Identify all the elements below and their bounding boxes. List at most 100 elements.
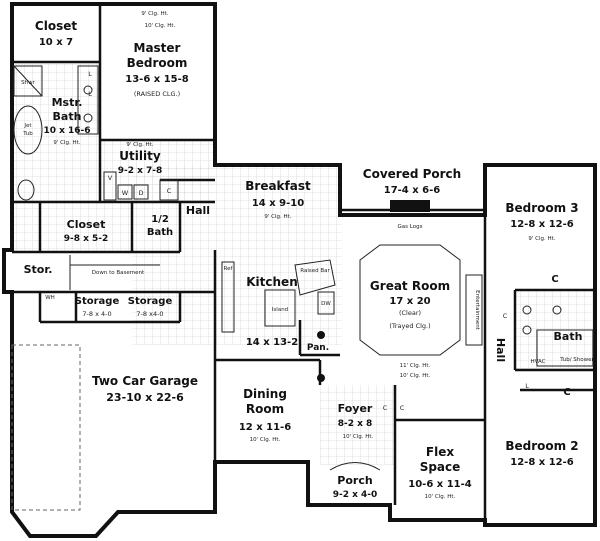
dining-room: Dining Room 12 x 11-6 10' Clg. Ht.	[239, 387, 291, 443]
half-bath-name-2: Bath	[147, 227, 173, 238]
master-bath-room: Shwr Mstr. Bath 10 x 16-6 9' Clg. Ht. Je…	[21, 80, 90, 146]
raised-bar-label: Raised Bar	[300, 268, 330, 274]
breakfast-name: Breakfast	[245, 179, 311, 193]
closet-top-room: Closet 10 x 7	[35, 19, 77, 48]
stor-label: Stor.	[24, 263, 53, 276]
closet-mid-size: 9-8 x 5-2	[64, 234, 109, 244]
great-room: Gas Logs Great Room 17 x 20 (Clear) (Tra…	[370, 224, 480, 379]
fixtures	[11, 65, 594, 511]
breakfast-ceiling: 9' Clg. Ht.	[264, 214, 291, 220]
pantry-label: Pan.	[307, 343, 329, 353]
half-bath-room: 1/2 Bath	[147, 214, 173, 238]
storage-right-room: Storage 7-8 x4-0	[128, 296, 173, 318]
bath-right-room: Bath HVAC Tub/ Shower C L	[503, 312, 595, 390]
great-room-note1: (Clear)	[399, 309, 421, 317]
foyer-ceiling: 10' Clg. Ht.	[343, 434, 374, 440]
hall-left-label: Hall	[186, 204, 210, 217]
bedroom3-closet-c: C	[551, 274, 558, 285]
linen-l3: L	[525, 382, 529, 390]
breakfast-size: 14 x 9-10	[252, 198, 304, 209]
storage-left-name: Storage	[75, 296, 120, 307]
utility-w: W	[122, 189, 129, 197]
storage-left-room: WH Storage 7-8 x 4-0	[45, 295, 119, 318]
great-room-name: Great Room	[370, 279, 450, 293]
porch-name: Porch	[337, 474, 372, 487]
great-room-ceiling2: 10' Clg. Ht.	[400, 373, 431, 379]
utility-v: V	[108, 174, 113, 182]
closet-mid-name: Closet	[67, 218, 106, 231]
storage-left-size: 7-8 x 4-0	[82, 310, 111, 318]
linen-l2: L	[88, 90, 92, 98]
bedroom3-ceiling: 9' Clg. Ht.	[528, 236, 555, 242]
mstr-bath-name-2: Bath	[53, 110, 82, 123]
storage-right-name: Storage	[128, 296, 173, 307]
closet-top-size: 10 x 7	[39, 37, 73, 48]
utility-name: Utility	[119, 149, 161, 163]
kitchen-size: 14 x 13-2	[246, 337, 298, 348]
porch-area: Porch 9-2 x 4-0	[333, 474, 378, 500]
linen-l1: L	[88, 70, 92, 78]
island-label: Island	[272, 307, 288, 313]
utility-c: C	[167, 187, 172, 195]
foyer-room: Foyer 8-2 x 8 10' Clg. Ht. C C	[338, 402, 405, 440]
dining-ceiling: 10' Clg. Ht.	[250, 437, 281, 443]
ref-label: Ref	[224, 266, 234, 272]
bath-right-c: C	[503, 312, 508, 320]
master-name-1: Master	[134, 41, 181, 55]
closet-mid-room: Closet 9-8 x 5-2	[64, 218, 109, 244]
foyer-size: 8-2 x 8	[338, 419, 373, 429]
mstr-bath-size: 10 x 16-6	[43, 126, 90, 136]
utility-room: Utility 9-2 x 7-8 9' Clg. Ht. V W D C	[108, 142, 172, 197]
utility-ceiling: 9' Clg. Ht.	[126, 142, 153, 148]
bedroom-2-room: Bedroom 2 12-8 x 12-6 C	[505, 387, 578, 468]
wh-label: WH	[45, 295, 55, 301]
master-size: 13-6 x 15-8	[125, 74, 189, 85]
dining-name-2: Room	[246, 402, 284, 416]
bedroom-3-room: Bedroom 3 12-8 x 12-6 9' Clg. Ht. C	[505, 201, 578, 285]
dining-name-1: Dining	[243, 387, 287, 401]
bedroom3-size: 12-8 x 12-6	[510, 219, 574, 230]
bedroom3-name: Bedroom 3	[505, 201, 578, 215]
bedroom2-name: Bedroom 2	[505, 439, 578, 453]
great-room-size: 17 x 20	[389, 296, 430, 307]
dw-label: DW	[321, 301, 331, 307]
tub-label-2: Tub	[22, 131, 33, 137]
great-room-note2: (Trayed Clg.)	[389, 322, 430, 330]
kitchen-name: Kitchen	[246, 275, 298, 289]
covered-porch-name: Covered Porch	[363, 167, 461, 181]
foyer-c2: C	[400, 404, 405, 412]
master-name-2: Bedroom	[127, 56, 188, 70]
foyer-c1: C	[383, 404, 388, 412]
foyer-name: Foyer	[338, 402, 373, 415]
master-ceiling-1: 9' Clg. Ht.	[141, 11, 168, 17]
bath-right-name: Bath	[554, 330, 583, 343]
gas-logs-label: Gas Logs	[398, 224, 423, 230]
mstr-bath-name-1: Mstr.	[52, 96, 83, 109]
garage-room: Two Car Garage 23-10 x 22-6	[92, 374, 198, 404]
shower-label: Shwr	[21, 80, 35, 86]
entertainment-label: Entertainment	[474, 290, 480, 331]
mstr-bath-ceiling: 9' Clg. Ht.	[53, 140, 80, 146]
utility-d: D	[138, 189, 143, 197]
porch-size: 9-2 x 4-0	[333, 490, 378, 500]
utility-size: 9-2 x 7-8	[118, 166, 163, 176]
flex-ceiling: 10' Clg. Ht.	[425, 494, 456, 500]
hall-right-label: Hall	[494, 338, 507, 362]
interior-walls	[12, 4, 595, 520]
kitchen-room: Kitchen 14 x 13-2 Island Raised Bar Ref …	[224, 266, 332, 353]
hvac-label: HVAC	[530, 359, 545, 365]
master-note: (RAISED CLG.)	[134, 90, 180, 98]
flex-name-1: Flex	[426, 445, 454, 459]
bedroom2-closet-c: C	[563, 387, 570, 398]
stairs-note: Down to Basement	[92, 270, 145, 276]
garage-size: 23-10 x 22-6	[106, 391, 184, 404]
half-bath-name-1: 1/2	[151, 214, 169, 225]
flex-name-2: Space	[420, 460, 461, 474]
covered-porch-size: 17-4 x 6-6	[384, 185, 441, 196]
dining-size: 12 x 11-6	[239, 422, 291, 433]
flex-size: 10-6 x 11-4	[408, 479, 472, 490]
great-room-ceiling1: 11' Clg. Ht.	[400, 363, 431, 369]
storage-right-size: 7-8 x4-0	[136, 310, 163, 318]
garage-name: Two Car Garage	[92, 374, 198, 388]
closet-top-name: Closet	[35, 19, 77, 33]
